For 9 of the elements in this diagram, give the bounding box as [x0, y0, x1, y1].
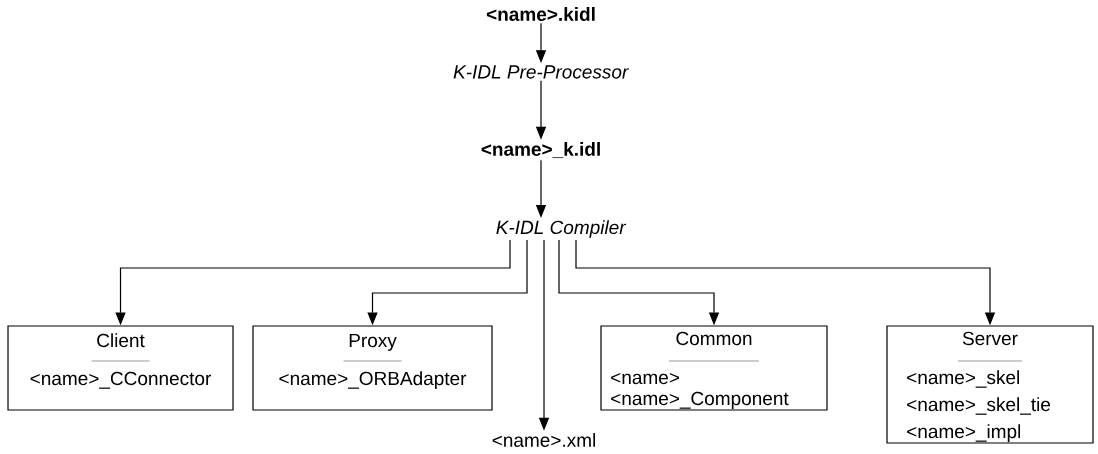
- tool-label: K-IDL Compiler: [496, 220, 627, 238]
- component-box: Client <name>_CConnector: [7, 325, 234, 411]
- component-box: Server <name>_skel <name>_skel_tie <name>_impl: [886, 325, 1094, 444]
- file-name: <name>.xml: [492, 433, 595, 447]
- component-box: Proxy <name>_ORBAdapter: [252, 325, 493, 411]
- component-box: Common <name> <name>_Component: [600, 325, 828, 411]
- file-name: <name>.kidl: [486, 7, 595, 21]
- tool-label: K-IDL Pre-Processor: [453, 65, 629, 79]
- file-name: <name>_k.idl: [481, 141, 600, 159]
